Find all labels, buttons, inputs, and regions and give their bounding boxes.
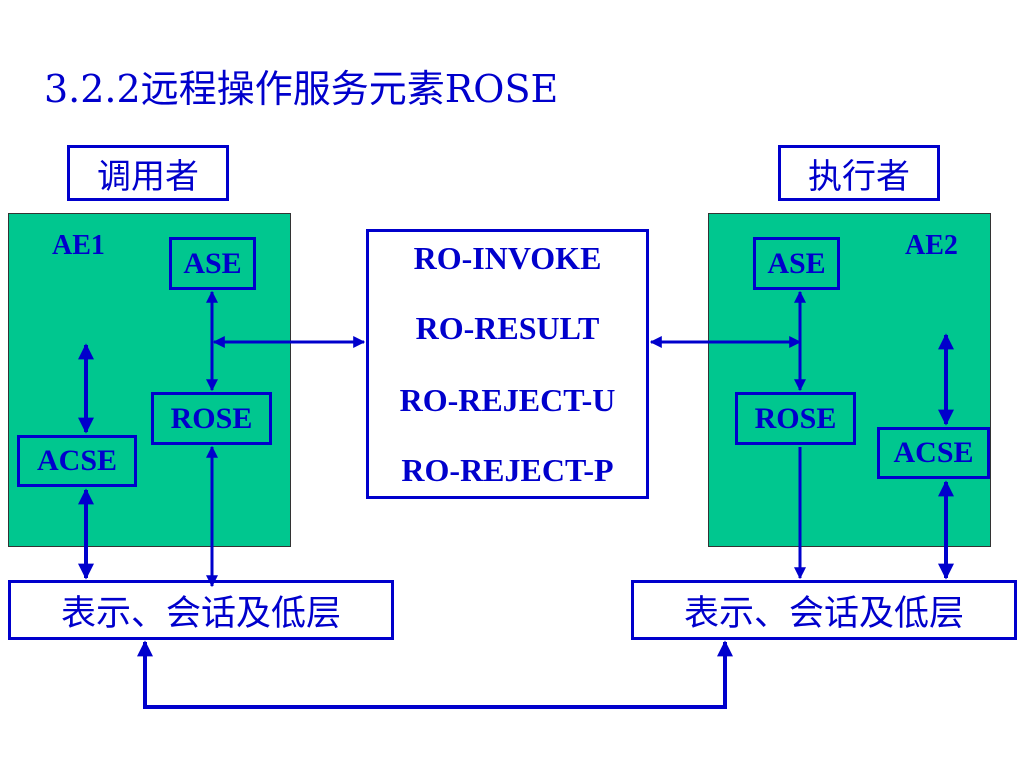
ro-operations-box: RO-INVOKE RO-RESULT RO-REJECT-U RO-REJEC…: [366, 229, 649, 499]
left-lower-layer-box: 表示、会话及低层: [8, 580, 394, 640]
ae2-ase-box: ASE: [753, 237, 840, 290]
ae2-rose-box: ROSE: [735, 392, 856, 445]
ae1-panel: [8, 213, 291, 547]
ro-reject-p: RO-REJECT-P: [401, 452, 614, 488]
ae1-label: AE1: [52, 230, 105, 261]
ro-reject-u: RO-REJECT-U: [399, 382, 616, 418]
ae1-acse-box: ACSE: [17, 435, 137, 487]
ae1-ase-box: ASE: [169, 237, 256, 290]
caller-label: 调用者: [67, 145, 229, 201]
lower-layers-connection: [137, 640, 733, 709]
ae2-acse-box: ACSE: [877, 427, 990, 479]
ro-invoke: RO-INVOKE: [413, 240, 602, 276]
ae2-label: AE2: [905, 230, 958, 261]
right-lower-layer-box: 表示、会话及低层: [631, 580, 1017, 640]
ro-result: RO-RESULT: [415, 310, 600, 346]
ae1-rose-box: ROSE: [151, 392, 272, 445]
executor-label: 执行者: [778, 145, 940, 201]
page-title: 3.2.2远程操作服务元素ROSE: [44, 67, 559, 111]
